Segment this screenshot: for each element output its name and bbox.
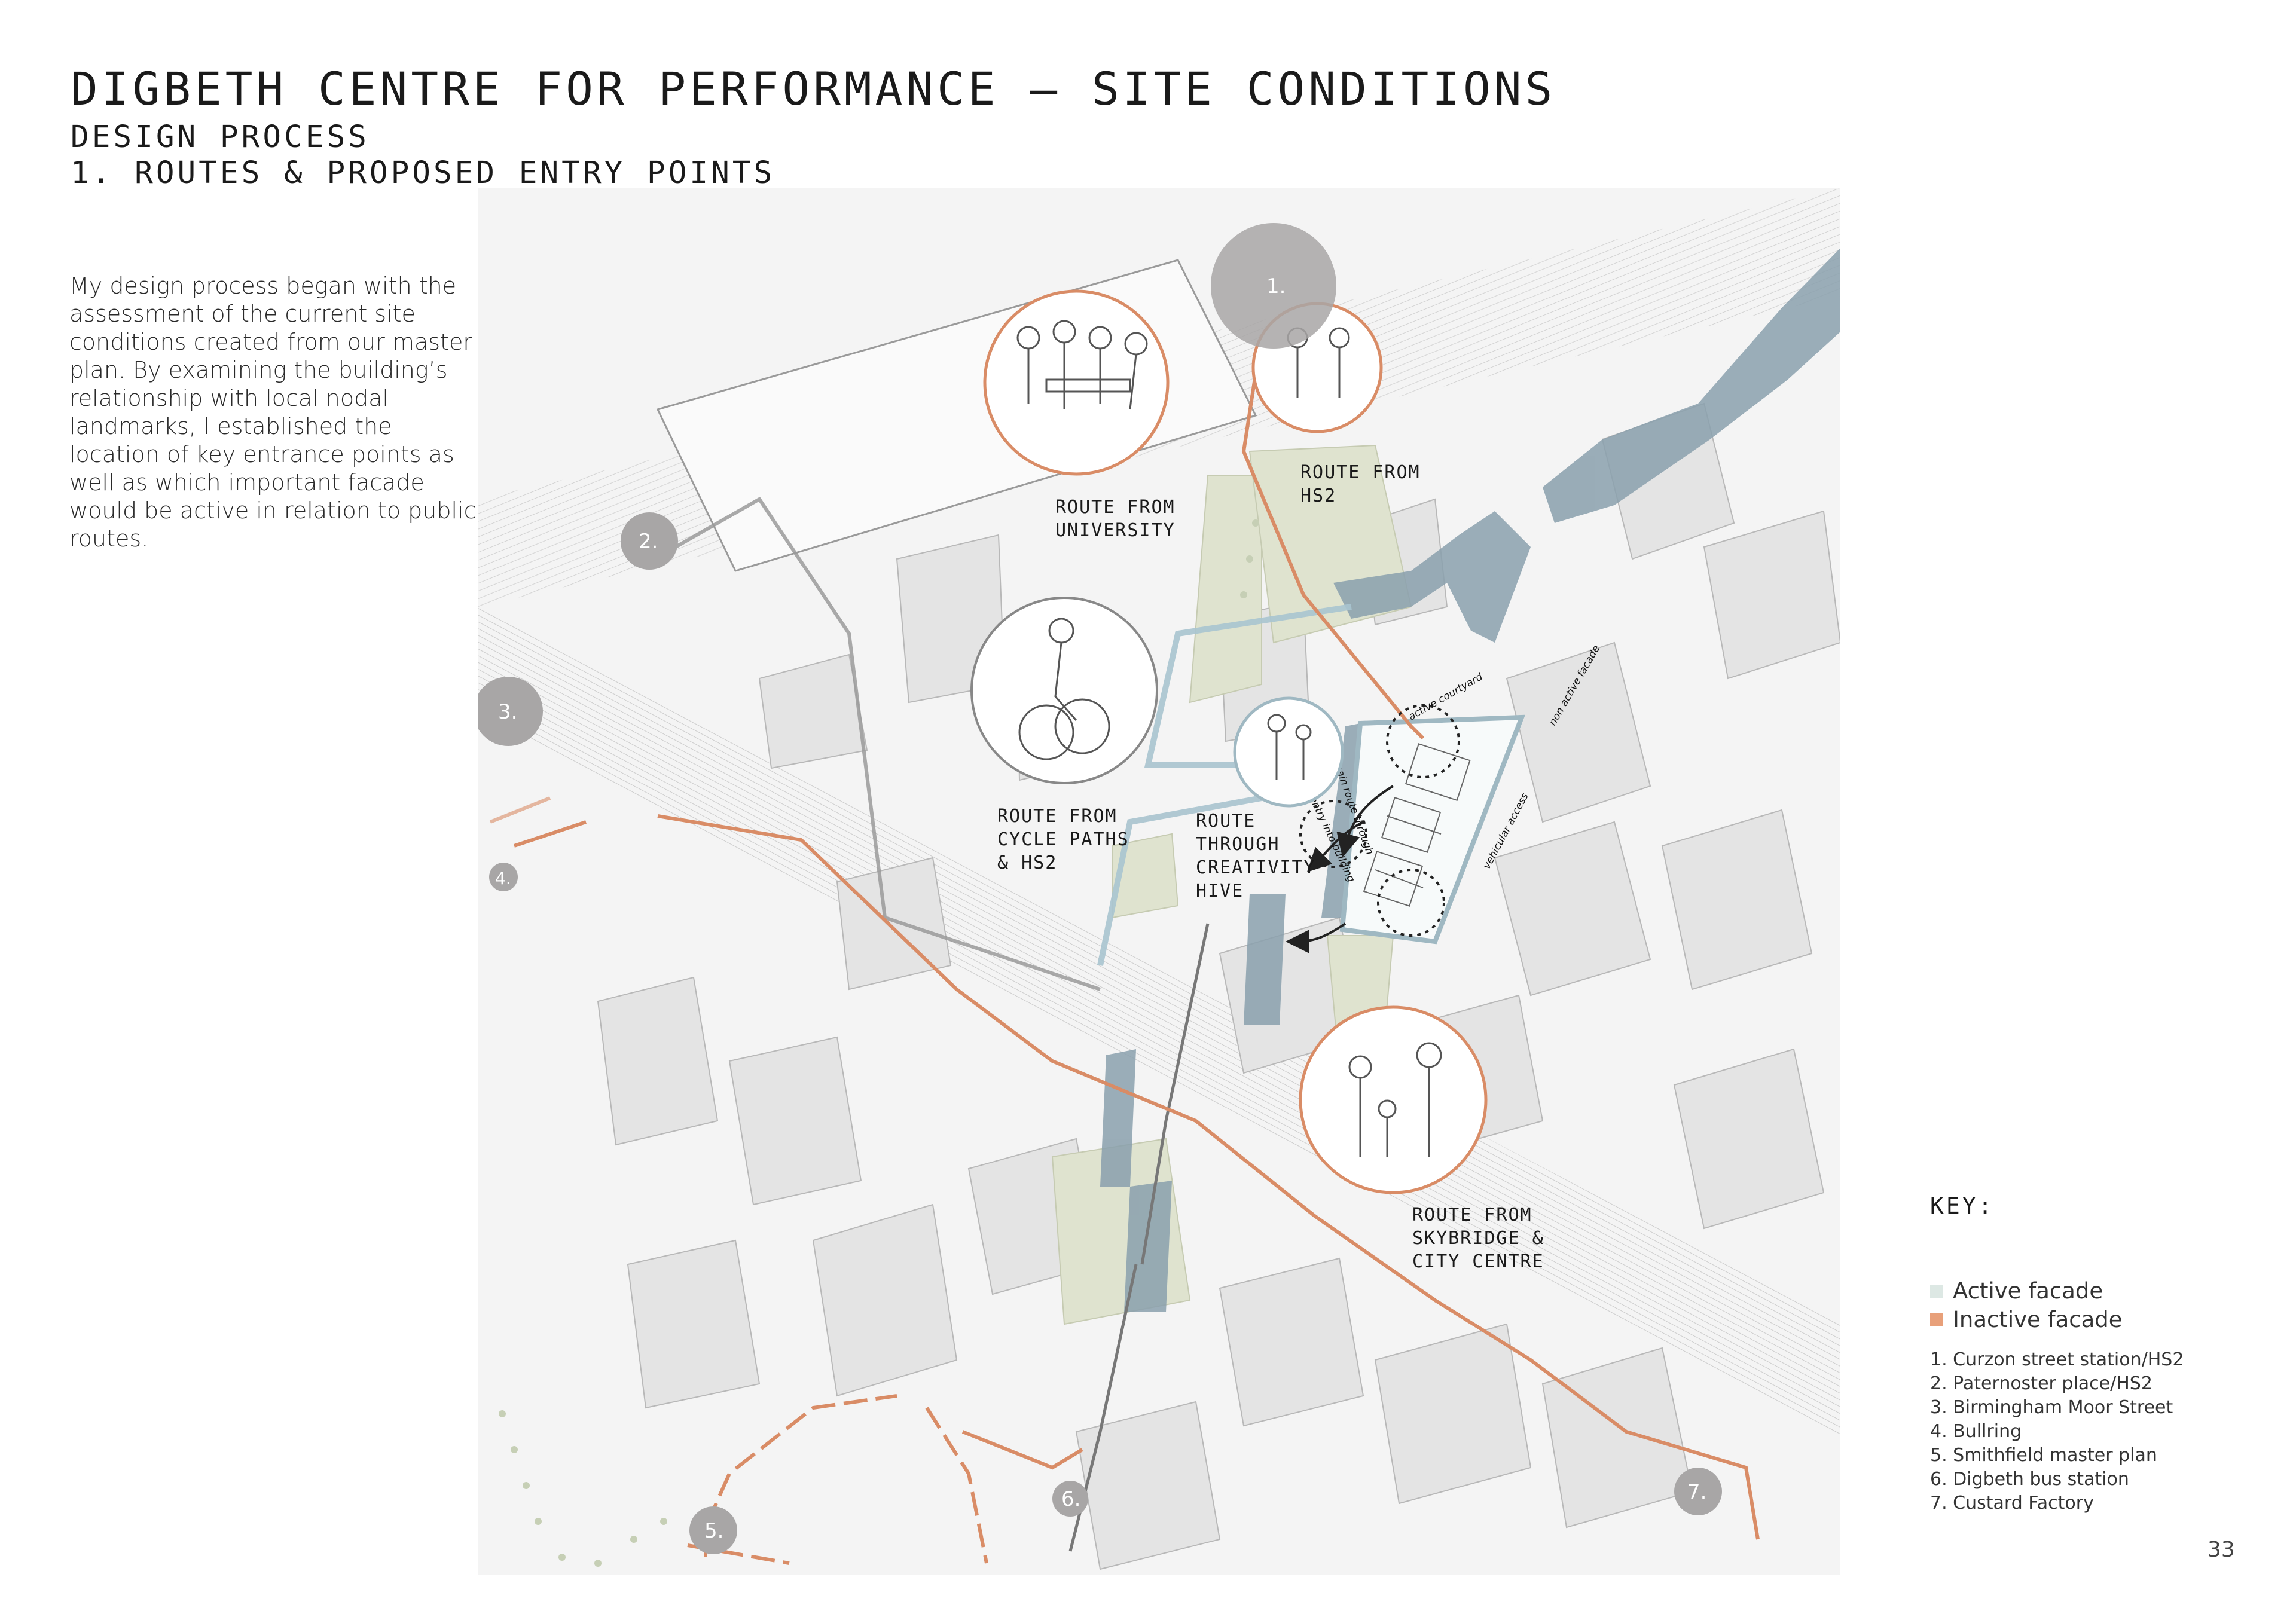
svg-text:CITY CENTRE: CITY CENTRE — [1412, 1251, 1544, 1272]
southern-railway — [478, 607, 1840, 1438]
svg-text:HIVE: HIVE — [1196, 881, 1244, 901]
label-route-cycle: ROUTE FROM CYCLE PATHS & HS2 — [997, 806, 1129, 873]
svg-text:UNIVERSITY: UNIVERSITY — [1055, 520, 1176, 541]
key-label-inactive: Inactive facade — [1953, 1307, 2123, 1332]
page-title: DIGBETH CENTRE FOR PERFORMANCE – SITE CO… — [71, 62, 1556, 115]
marker-5: 5. — [689, 1506, 737, 1554]
design-annotations — [1286, 704, 1460, 953]
key-item-inactive-facade: Inactive facade — [1930, 1307, 2123, 1332]
svg-text:CYCLE PATHS: CYCLE PATHS — [997, 829, 1129, 850]
vignette-cycle — [970, 597, 1158, 784]
svg-text:ROUTE FROM: ROUTE FROM — [1055, 497, 1176, 518]
legend-item: 2. Paternoster place/HS2 — [1930, 1373, 2152, 1394]
svg-text:ROUTE FROM: ROUTE FROM — [1412, 1205, 1532, 1225]
marker-4-label: 4. — [495, 869, 511, 888]
proposed-building — [1339, 714, 1525, 945]
key-swatch-inactive — [1930, 1313, 1943, 1326]
marker-2-label: 2. — [639, 530, 658, 554]
svg-text:THROUGH: THROUGH — [1196, 834, 1280, 855]
key-label-active: Active facade — [1953, 1278, 2103, 1304]
svg-text:CREATIVITY: CREATIVITY — [1196, 857, 1316, 878]
key-heading: KEY: — [1930, 1193, 1995, 1219]
key-swatch-active — [1930, 1284, 1943, 1298]
marker-1-label: 1. — [1266, 274, 1286, 298]
marker-7: 7. — [1674, 1468, 1722, 1515]
legend-item: 4. Bullring — [1930, 1421, 2022, 1442]
section-title: 1. ROUTES & PROPOSED ENTRY POINTS — [71, 155, 775, 191]
intro-paragraph: My design process began with the assessm… — [69, 273, 477, 552]
label-route-skybridge: ROUTE FROM SKYBRIDGE & CITY CENTRE — [1412, 1205, 1544, 1272]
legend-item: 1. Curzon street station/HS2 — [1930, 1349, 2184, 1370]
svg-text:ROUTE: ROUTE — [1196, 811, 1256, 832]
legend-item: 6. Digbeth bus station — [1930, 1469, 2129, 1490]
marker-7-label: 7. — [1687, 1480, 1706, 1504]
svg-text:ROUTE FROM: ROUTE FROM — [997, 806, 1118, 827]
svg-text:SKYBRIDGE &: SKYBRIDGE & — [1412, 1228, 1544, 1249]
route-hive — [1140, 923, 1210, 1265]
marker-1: 1. — [1211, 223, 1336, 349]
legend-item: 3. Birmingham Moor Street — [1930, 1397, 2173, 1418]
label-route-university: ROUTE FROM UNIVERSITY — [1055, 497, 1176, 541]
svg-text:HS2: HS2 — [1300, 485, 1336, 506]
location-legend: 1. Curzon street station/HS2 2. Paternos… — [1930, 1348, 2184, 1515]
marker-5-label: 5. — [704, 1519, 723, 1543]
marker-2: 2. — [621, 512, 678, 570]
vignette-skybridge — [1299, 1005, 1488, 1194]
canal — [1100, 248, 1840, 1312]
marker-6-label: 6. — [1061, 1487, 1080, 1511]
key-item-active-facade: Active facade — [1930, 1278, 2103, 1304]
vignette-hive — [1233, 696, 1344, 808]
page-subtitle: DESIGN PROCESS — [71, 120, 370, 155]
site-map: active courtyard main route through entr… — [478, 188, 1840, 1575]
page-number: 33 — [2208, 1538, 2235, 1562]
marker-4: 4. — [489, 863, 518, 891]
marker-3: 3. — [478, 677, 543, 746]
dotted-paths — [499, 519, 1259, 1567]
label-route-hs2: ROUTE FROM HS2 — [1300, 462, 1421, 506]
legend-item: 7. Custard Factory — [1930, 1493, 2094, 1514]
marker-6: 6. — [1052, 1481, 1088, 1517]
label-route-hive: ROUTE THROUGH CREATIVITY HIVE — [1196, 811, 1316, 901]
svg-text:ROUTE FROM: ROUTE FROM — [1300, 462, 1421, 483]
route-paternoster — [674, 497, 1101, 991]
vignette-university — [983, 289, 1170, 476]
svg-text:& HS2: & HS2 — [997, 852, 1057, 873]
marker-3-label: 3. — [498, 700, 517, 724]
legend-item: 5. Smithfield master plan — [1930, 1445, 2157, 1466]
